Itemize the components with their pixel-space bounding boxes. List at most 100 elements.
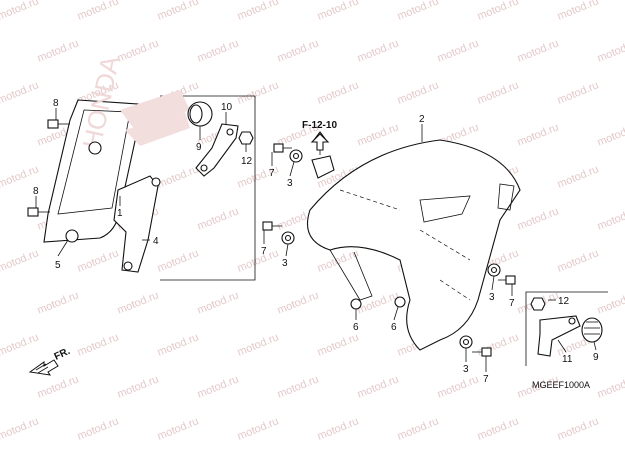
watermark-text: motod.ru <box>356 373 401 400</box>
callout-6-b: 6 <box>391 322 397 333</box>
callout-10: 10 <box>221 102 233 113</box>
callout-1: 1 <box>117 208 123 219</box>
watermark-text: motod.ru <box>156 0 201 23</box>
callout-7-c: 7 <box>509 298 515 309</box>
watermark-text: motod.ru <box>596 121 625 148</box>
callout-8-lower: 8 <box>33 186 39 197</box>
watermark-text: motod.ru <box>0 415 40 442</box>
watermark-text: motod.ru <box>76 247 121 274</box>
watermark-text: motod.ru <box>36 373 81 400</box>
nut-12-top <box>238 131 254 145</box>
bolt-7-a <box>273 143 292 153</box>
watermark-text: motod.ru <box>276 289 321 316</box>
direction-label: FR. <box>53 346 72 363</box>
callout-labels: 8 8 5 1 4 9 10 12 2 7 3 7 3 6 6 3 7 3 7 … <box>33 98 599 385</box>
front-direction-arrow: FR. <box>28 346 72 376</box>
watermark-text: motod.ru <box>436 37 481 64</box>
washer-3-b <box>281 231 295 245</box>
bolt-8-upper <box>47 119 70 129</box>
washer-3-c <box>487 263 501 277</box>
watermark-text: motod.ru <box>76 331 121 358</box>
watermark-text: motod.ru <box>516 121 561 148</box>
watermark-text: motod.ru <box>36 37 81 64</box>
watermark-text: motod.ru <box>596 37 625 64</box>
watermark-text: motod.ru <box>476 0 521 23</box>
grommet-9-top <box>187 101 213 127</box>
grommet-lower <box>65 229 79 243</box>
callout-12-top: 12 <box>241 156 253 167</box>
bolt-7-b <box>262 221 282 231</box>
grommet-6-b <box>394 296 406 308</box>
left-inset-frame <box>160 95 256 281</box>
watermark-text: motod.ru <box>356 37 401 64</box>
callout-8-upper: 8 <box>53 98 59 109</box>
front-fender-2 <box>306 139 521 351</box>
watermark-text: motod.ru <box>76 0 121 23</box>
watermark-text: motod.ru <box>396 415 441 442</box>
watermark-text: motod.ru <box>236 0 281 23</box>
right-inset-frame <box>525 291 608 366</box>
leader-lines <box>35 108 597 372</box>
watermark-text: motod.ru <box>396 0 441 23</box>
honda-wing-logo <box>120 90 190 146</box>
grommet-6-a <box>350 298 362 310</box>
watermark-text: motod.ru <box>516 205 561 232</box>
callout-12-right: 12 <box>558 296 570 307</box>
watermark-text: motod.ru <box>156 415 201 442</box>
watermark-text: motod.ru <box>236 331 281 358</box>
watermark-text: motod.ru <box>316 331 361 358</box>
watermark-text: motod.ru <box>116 289 161 316</box>
watermark-text: motod.ru <box>36 289 81 316</box>
callout-3-a: 3 <box>287 178 293 189</box>
stay-11 <box>537 315 581 357</box>
washer-3-d <box>459 335 473 349</box>
watermark-text: motod.ru <box>116 373 161 400</box>
watermark-text: motod.ru <box>516 37 561 64</box>
callout-9-right: 9 <box>593 352 599 363</box>
watermark-text: motod.ru <box>396 79 441 106</box>
watermark-text: motod.ru <box>596 205 625 232</box>
watermark-text: motod.ru <box>236 79 281 106</box>
watermark-text: motod.ru <box>316 415 361 442</box>
watermark-text: motod.ru <box>156 331 201 358</box>
watermark-text: motod.ru <box>316 247 361 274</box>
callout-3-b: 3 <box>282 258 288 269</box>
watermark-text: motod.ru <box>556 0 601 23</box>
grommet-upper <box>88 141 102 155</box>
watermark-text: motod.ru <box>356 121 401 148</box>
watermark-text: motod.ru <box>596 373 625 400</box>
callout-3-c: 3 <box>489 292 495 303</box>
nut-12-right <box>530 297 546 311</box>
bracket-4 <box>113 175 161 273</box>
callout-7-a: 7 <box>269 168 275 179</box>
watermark-text: motod.ru <box>476 415 521 442</box>
watermark-text: motod.ru <box>276 37 321 64</box>
diagram-code: MGEEF1000A <box>532 380 590 390</box>
watermark-text: motod.ru <box>316 79 361 106</box>
watermark-text: motod.ru <box>236 415 281 442</box>
bolt-8-lower <box>27 207 50 217</box>
watermark-text: motod.ru <box>556 79 601 106</box>
callout-9-top: 9 <box>196 142 202 153</box>
watermark-text: motod.ru <box>196 373 241 400</box>
callout-5: 5 <box>55 260 61 271</box>
watermark-text: motod.ru <box>196 37 241 64</box>
watermark-text: motod.ru <box>236 247 281 274</box>
watermark-text: motod.ru <box>76 415 121 442</box>
watermark-text: motod.ru <box>276 373 321 400</box>
reference-code: F-12-10 <box>302 120 337 131</box>
callout-6-a: 6 <box>353 322 359 333</box>
watermark-text: motod.ru <box>356 289 401 316</box>
bolt-7-d <box>472 347 492 357</box>
watermark-text: motod.ru <box>316 0 361 23</box>
watermark-text: motod.ru <box>156 163 201 190</box>
watermark-text: motod.ru <box>196 289 241 316</box>
callout-2: 2 <box>419 114 425 125</box>
watermark-text: motod.ru <box>0 0 40 23</box>
watermark-text: motod.ru <box>556 415 601 442</box>
callout-7-d: 7 <box>483 374 489 385</box>
watermark-text: motod.ru <box>596 289 625 316</box>
watermark-text: motod.ru <box>436 373 481 400</box>
